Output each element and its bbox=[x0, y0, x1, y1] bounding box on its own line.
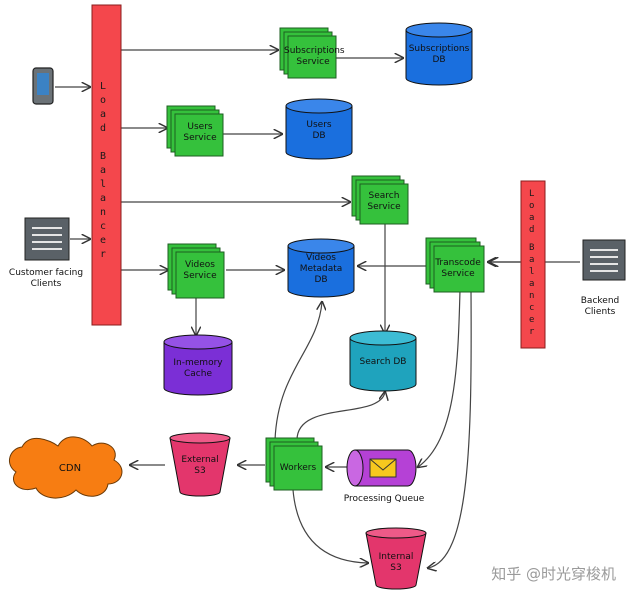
videos-service-box bbox=[167, 243, 225, 299]
subscriptions-service-box bbox=[279, 27, 337, 79]
subscriptions-db-label: Subscriptions DB bbox=[408, 44, 470, 65]
users-service-box bbox=[166, 105, 224, 157]
cdn-label: CDN bbox=[58, 463, 82, 474]
edge-workers-internals3 bbox=[292, 489, 368, 563]
inmemory-cache-label: In-memory Cache bbox=[173, 358, 223, 379]
users-db-cylinder bbox=[285, 98, 353, 160]
internal-s3-bucket bbox=[365, 527, 427, 590]
search-db-label: Search DB bbox=[359, 357, 407, 367]
processing-queue-label: Processing Queue bbox=[343, 494, 425, 504]
envelope-icon bbox=[369, 458, 397, 478]
customer-clients-label: Customer facing Clients bbox=[8, 268, 84, 289]
videos-service-label: Videos Service bbox=[183, 260, 217, 281]
edge-transcode-internals3 bbox=[428, 289, 472, 568]
workers-label: Workers bbox=[279, 463, 317, 473]
transcode-service-box bbox=[425, 237, 485, 293]
backend-clients-icon bbox=[582, 239, 626, 281]
external-s3-bucket bbox=[169, 432, 231, 497]
search-db-cylinder bbox=[349, 330, 417, 392]
edge-workers-searchdb bbox=[296, 392, 385, 441]
internal-s3-label: Internal S3 bbox=[378, 552, 414, 573]
load-balancer-left bbox=[91, 4, 122, 326]
external-s3-label: External S3 bbox=[181, 455, 219, 476]
watermark: 知乎 @时光穿梭机 bbox=[491, 565, 616, 583]
load-balancer-right bbox=[520, 180, 546, 349]
subscriptions-service-label: Subscriptions Service bbox=[284, 46, 345, 67]
backend-clients-label: Backend Clients bbox=[580, 296, 620, 317]
customer-clients-icon bbox=[24, 217, 70, 261]
search-service-label: Search Service bbox=[367, 191, 401, 212]
subscriptions-db-cylinder bbox=[405, 22, 473, 86]
videos-metadata-db-cylinder bbox=[287, 238, 355, 298]
users-service-label: Users Service bbox=[183, 122, 217, 143]
phone-icon bbox=[32, 67, 54, 105]
edge-workers-metadata bbox=[274, 302, 322, 441]
search-service-box bbox=[351, 175, 409, 225]
cdn-cloud-shape bbox=[8, 436, 123, 499]
users-db-label: Users DB bbox=[306, 120, 332, 141]
inmemory-cache-cylinder bbox=[163, 334, 233, 396]
edge-transcode-queue bbox=[418, 289, 461, 467]
videos-metadata-db-label: Videos Metadata DB bbox=[299, 253, 343, 285]
workers-box bbox=[265, 437, 323, 491]
transcode-service-label: Transcode Service bbox=[435, 258, 481, 279]
